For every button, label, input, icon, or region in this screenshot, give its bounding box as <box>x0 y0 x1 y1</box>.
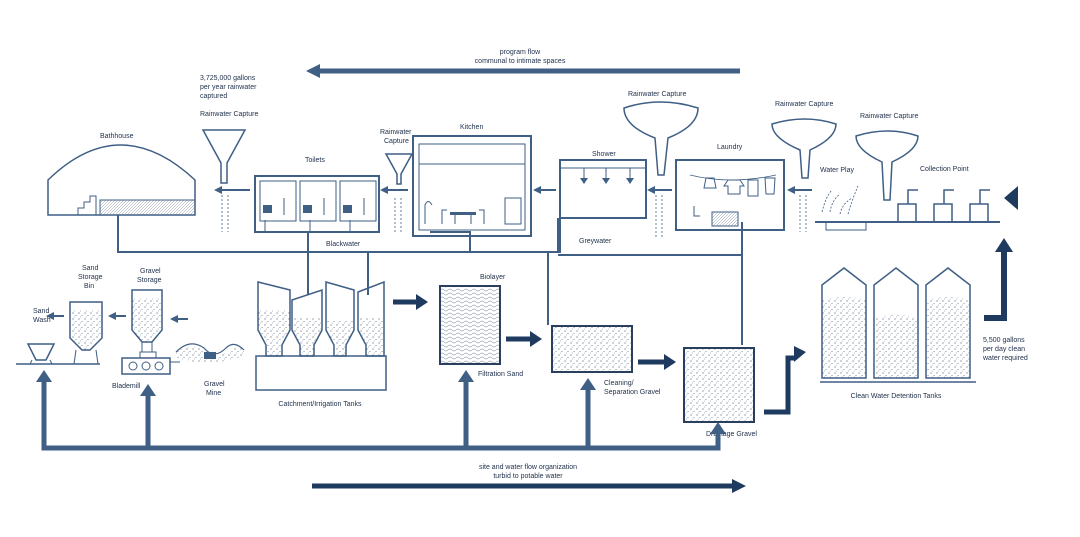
sand-wash-label-2: Wash <box>33 317 51 324</box>
site-flow-label-1: site and water flow organization <box>479 464 577 471</box>
bathhouse <box>47 144 196 216</box>
flow-arrow-gravel-sand <box>108 312 126 320</box>
collection-point <box>815 189 1000 231</box>
gravel-mine <box>175 343 245 363</box>
program-flow-label-1: program flow <box>500 49 541 56</box>
return-pipe <box>36 370 726 451</box>
flow-arrow-drainage-tanks <box>764 346 806 415</box>
sand-storage-label-3: Bin <box>84 283 94 290</box>
clean-req-3: water required <box>982 355 1028 362</box>
biolayer-filter <box>439 285 501 365</box>
clean-water-tanks <box>820 267 976 383</box>
water-play-label: Water Play <box>820 167 854 174</box>
laundry <box>675 159 785 231</box>
rain-funnel-3 <box>623 101 699 238</box>
collection-incoming-arrow <box>1004 186 1018 210</box>
gravel-storage <box>131 289 163 352</box>
kitchen <box>412 135 532 237</box>
gravel-mine-label-2: Mine <box>206 390 221 397</box>
rain-capture-label-5: Rainwater Capture <box>860 113 918 120</box>
program-flow-label-2: communal to intimate spaces <box>475 58 566 65</box>
kitchen-label: Kitchen <box>460 124 483 131</box>
rain-capture-label-1: Rainwater Capture <box>200 111 258 118</box>
catchment-label: Catchment/Irrigation Tanks <box>278 401 362 408</box>
toilets-label: Toilets <box>305 157 325 164</box>
cleaning-label-2: Separation Gravel <box>604 389 661 396</box>
rain-funnel-2 <box>380 153 414 232</box>
cleaning-label-1: Cleaning/ <box>604 380 634 387</box>
drainage-gravel-filter <box>683 347 755 423</box>
rain-capture-label-3: Rainwater Capture <box>628 91 686 98</box>
clean-req-1: 5,500 gallons <box>983 337 1025 344</box>
clean-req-2: per day clean <box>983 346 1025 353</box>
separation-gravel-filter <box>551 325 633 373</box>
blademill-label: Blademill <box>112 383 141 390</box>
sand-storage-label-1: Sand <box>82 265 98 272</box>
flow-arrow-shower-kitchen <box>533 186 556 194</box>
collection-point-label: Collection Point <box>920 166 969 173</box>
gravel-storage-label-1: Gravel <box>140 268 161 275</box>
biolayer-label: Biolayer <box>480 274 506 281</box>
shower <box>559 159 647 219</box>
site-flow-arrow <box>312 479 746 493</box>
rain-funnel-1 <box>201 129 250 232</box>
flow-arrow-biolayer-cleaning <box>506 331 542 347</box>
drainage-gravel-label: Drainage Gravel <box>706 431 757 438</box>
flow-arrow-catchment-biolayer <box>393 294 428 310</box>
rain-capture-label-4: Rainwater Capture <box>775 101 833 108</box>
filtration-sand-label: Filtration Sand <box>478 371 523 378</box>
site-flow-label-2: turbid to potable water <box>493 473 563 480</box>
flow-arrow-mine-gravel <box>170 315 188 323</box>
rain-funnel-5 <box>855 130 919 201</box>
toilets <box>254 175 380 233</box>
sand-storage-label-2: Storage <box>78 274 103 281</box>
flow-arrow-cleaning-drainage <box>638 354 676 370</box>
rain-label-2: Rainwater <box>380 129 412 136</box>
clean-tanks-label: Clean Water Detention Tanks <box>851 393 942 400</box>
laundry-label: Laundry <box>717 144 743 151</box>
gravel-mine-label-1: Gravel <box>204 381 225 388</box>
shower-label: Shower <box>592 151 616 158</box>
rain-stat-3: captured <box>200 93 227 100</box>
rain-funnel-4 <box>771 118 837 232</box>
rain-stat-1: 3,725,000 gallons <box>200 75 256 82</box>
distribution-pipes <box>117 215 743 345</box>
blackwater-label: Blackwater <box>326 241 361 248</box>
catchment-tanks <box>255 280 387 391</box>
sand-wash-label-1: Sand <box>33 308 49 315</box>
capture-label-2: Capture <box>384 138 409 145</box>
water-play <box>821 185 859 215</box>
sand-storage-bin <box>69 301 103 365</box>
bathhouse-label: Bathhouse <box>100 133 134 140</box>
gravel-storage-label-2: Storage <box>137 277 162 284</box>
flow-arrow-storage-wash <box>46 312 64 320</box>
blademill <box>121 351 180 375</box>
program-flow-arrow <box>306 64 740 78</box>
sand-wash <box>16 343 100 365</box>
greywater-label: Greywater <box>579 238 612 245</box>
rain-stat-2: per year rainwater <box>200 84 257 91</box>
flow-arrow-tanks-collection <box>984 238 1013 321</box>
